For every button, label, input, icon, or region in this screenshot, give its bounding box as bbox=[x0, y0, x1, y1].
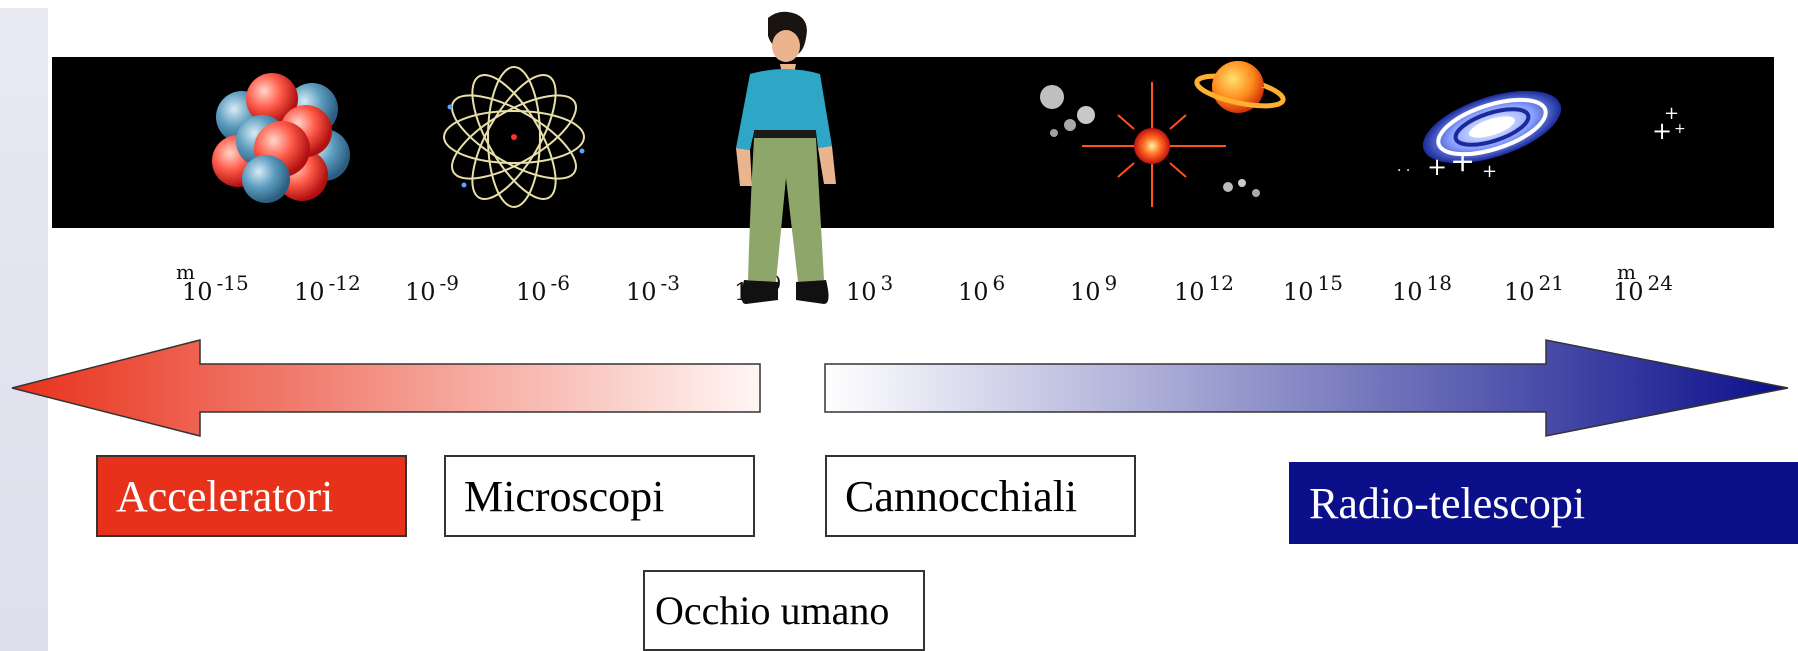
svg-text:+: + bbox=[1674, 121, 1686, 137]
label-microscopes: Microscopi bbox=[444, 455, 755, 537]
human-figure bbox=[736, 11, 836, 304]
solar-system-icon bbox=[1040, 61, 1286, 207]
arrow-right-large-scales bbox=[824, 339, 1789, 437]
scale-illustration-band: · · + + + + + + bbox=[52, 57, 1774, 228]
galaxy-icon bbox=[1422, 90, 1562, 164]
label-accelerators: Acceleratori bbox=[96, 455, 407, 537]
svg-text:+: + bbox=[1482, 161, 1497, 182]
svg-text:+: + bbox=[1450, 144, 1475, 179]
tick-label: 10-12 bbox=[294, 271, 361, 306]
stars-icon: · · + + + + + + bbox=[1397, 103, 1686, 182]
nucleus-icon bbox=[212, 73, 350, 203]
direction-arrows bbox=[11, 339, 1789, 437]
svg-text:· ·: · · bbox=[1397, 163, 1410, 179]
tick-label: 10-9 bbox=[405, 271, 460, 306]
tick-label: 10-6 bbox=[516, 271, 571, 306]
svg-text:+: + bbox=[1664, 103, 1679, 124]
label-radio-telescopes: Radio-telescopi bbox=[1289, 462, 1798, 544]
scale-axis: m m 10-15 10-12 10-9 10-6 10-3 100 103 1… bbox=[0, 260, 1798, 322]
side-strip bbox=[0, 8, 48, 651]
unit-label-left: m bbox=[176, 260, 195, 284]
svg-text:+: + bbox=[1427, 153, 1447, 181]
unit-label-right: m bbox=[1617, 260, 1636, 284]
label-human-eye: Occhio umano bbox=[643, 570, 925, 651]
atom-icon bbox=[443, 66, 585, 208]
svg-text:+: + bbox=[1652, 117, 1672, 145]
tick-label: 10-3 bbox=[626, 271, 681, 306]
tick-label: 10-15 bbox=[182, 271, 249, 306]
arrow-left-small-scales bbox=[11, 339, 761, 437]
label-telescopes: Cannocchiali bbox=[825, 455, 1136, 537]
